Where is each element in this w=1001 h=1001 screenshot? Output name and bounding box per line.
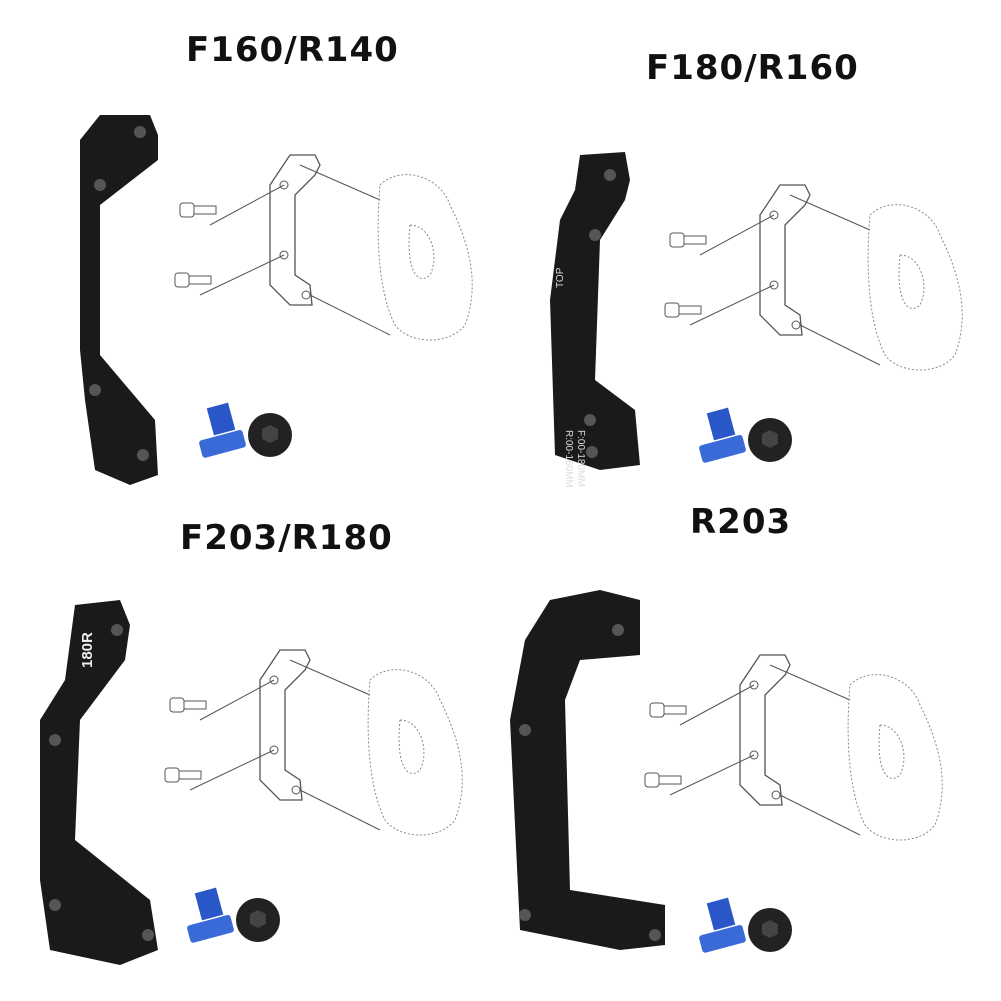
label-f203-r180: F203/R180 xyxy=(180,518,393,558)
mounting-diagram xyxy=(164,649,463,836)
bolt-icon xyxy=(698,897,792,954)
label-r203: R203 xyxy=(690,502,792,542)
mounting-diagram xyxy=(664,184,963,371)
adapter-f180-r160 xyxy=(550,152,640,470)
bolt-icon xyxy=(198,402,292,459)
bolt-icon xyxy=(186,887,280,944)
mounting-diagram xyxy=(644,654,943,841)
adapter-f203-r180 xyxy=(40,600,158,965)
etch-front: F:00-180MM xyxy=(575,430,586,487)
etch-size: 180R xyxy=(79,632,96,668)
label-f180-r160: F180/R160 xyxy=(646,48,859,88)
mounting-diagram xyxy=(174,154,473,341)
etch-top: TOP xyxy=(555,267,566,288)
label-f160-r140: F160/R140 xyxy=(186,30,399,70)
adapter-r203 xyxy=(510,590,665,950)
etch-rear: R:00-160MM xyxy=(563,430,574,488)
adapter-f160-r140 xyxy=(80,115,158,485)
bolt-icon xyxy=(698,407,792,464)
